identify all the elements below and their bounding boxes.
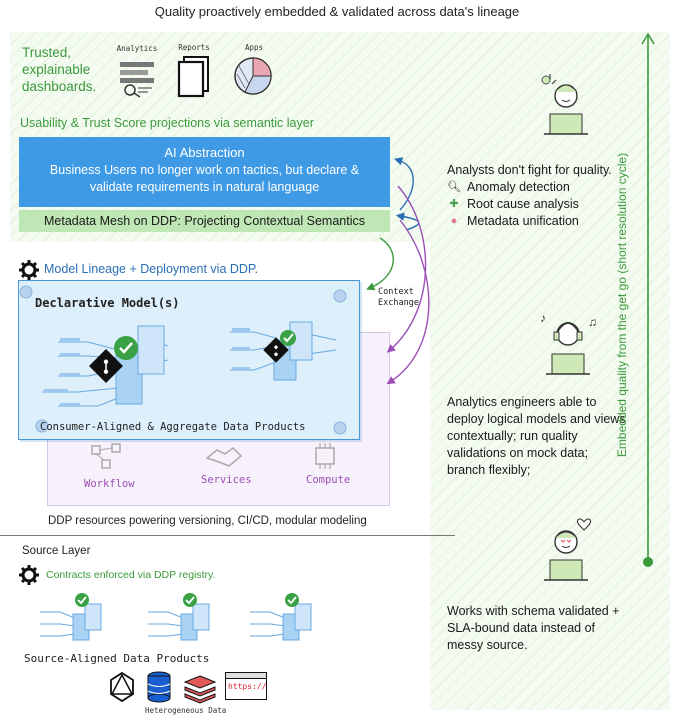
database-icon	[147, 671, 171, 703]
heterogeneous-data-label: Heterogeneous Data	[145, 706, 227, 715]
right-hatched-panel	[430, 32, 670, 710]
vertical-quality-arrow	[641, 32, 655, 567]
magnifier-icon: 🔍︎	[447, 181, 461, 193]
source-product-graphs	[40, 593, 312, 641]
compute-label: Compute	[306, 474, 351, 486]
compute-chip-icon	[315, 443, 335, 469]
diagram-title: Quality proactively embedded & validated…	[154, 4, 520, 19]
trusted-dashboards-text: Trusted, explainable dashboards.	[22, 44, 122, 95]
services-handshake-icon	[205, 447, 243, 467]
analytics-label: Analytics	[116, 44, 158, 53]
metadata-mesh-bar: Metadata Mesh on DDP: Projecting Context…	[19, 210, 390, 232]
corner-node	[35, 419, 49, 433]
graphql-icon	[110, 671, 134, 703]
engineer-persona-icon: ♪ ♫	[540, 311, 597, 375]
check-icon	[280, 330, 296, 346]
corner-node	[333, 289, 347, 303]
browser-bar	[226, 673, 266, 679]
sources-description: Works with schema validated + SLA-bound …	[447, 604, 620, 652]
bullet-label: Root cause analysis	[467, 197, 579, 211]
source-layer-title: Source Layer	[22, 545, 91, 557]
analysts-section: Analysts don't fight for quality. 🔍︎ Ano…	[447, 162, 612, 230]
ai-abstraction-description: Business Users no longer work on tactics…	[49, 163, 360, 194]
reports-label: Reports	[178, 43, 210, 52]
apps-label: Apps	[244, 43, 264, 52]
model-lineage-label: Model Lineage + Deployment via DDP.	[44, 262, 259, 276]
svg-text:♪: ♪	[540, 311, 546, 325]
analytics-icon	[120, 62, 154, 98]
purple-arrow	[386, 219, 430, 385]
embedded-quality-label: Embedded quality from the get go (short …	[615, 152, 629, 458]
bullet-metadata-unification: ● Metadata unification	[447, 213, 612, 230]
corner-node	[333, 421, 347, 435]
source-aligned-label: Source-Aligned Data Products	[24, 652, 210, 665]
gear-icon	[19, 260, 39, 280]
web-source-icon: https://	[225, 672, 267, 700]
gear-icon	[19, 565, 39, 585]
bullet-label: Anomaly detection	[467, 180, 570, 194]
model-graph-diagram	[19, 285, 347, 435]
context-exchange-label: Context Exchange	[378, 287, 419, 309]
blue-arrow	[393, 157, 414, 211]
green-arrow	[366, 237, 394, 291]
brain-icon: ●	[450, 215, 458, 227]
services-label: Services	[201, 474, 252, 486]
bullet-label: Metadata unification	[467, 214, 579, 228]
https-label: https://	[228, 682, 267, 691]
consumer-aligned-label: Consumer-Aligned & Aggregate Data Produc…	[40, 421, 306, 433]
declarative-models-title: Declarative Model(s)	[35, 296, 180, 310]
trusted-line-1: Trusted,	[22, 45, 72, 60]
bullet-anomaly-detection: 🔍︎ Anomaly detection	[447, 179, 612, 196]
context-line-1: Context	[378, 287, 414, 297]
context-line-2: Exchange	[378, 298, 419, 308]
workflow-icon	[91, 443, 121, 469]
source-product-graph	[250, 593, 312, 641]
source-product-graph	[40, 593, 102, 641]
check-icon	[114, 336, 138, 360]
ddp-resources-caption: DDP resources powering versioning, CI/CD…	[48, 515, 367, 527]
vertical-label-wrap: Embedded quality from the get go (short …	[592, 40, 652, 570]
layers-icon	[183, 675, 217, 704]
engineers-description: Analytics engineers able to deploy logic…	[447, 395, 626, 477]
section-divider	[0, 535, 455, 536]
puzzle-icon: ✚	[449, 198, 459, 210]
contracts-label: Contracts enforced via DDP registry.	[46, 569, 216, 581]
ai-abstraction-box: AI Abstraction Business Users no longer …	[19, 137, 390, 207]
svg-text:♫: ♫	[588, 315, 597, 329]
analyst-persona-icon	[541, 74, 588, 135]
bullet-root-cause: ✚ Root cause analysis	[447, 196, 612, 213]
ai-abstraction-title: AI Abstraction	[164, 145, 245, 160]
trusted-line-2: explainable	[22, 62, 91, 77]
trusted-line-3: dashboards.	[22, 79, 97, 94]
purple-arrow	[386, 185, 427, 353]
analysts-headline: Analysts don't fight for quality.	[447, 163, 612, 177]
reports-icon	[177, 56, 209, 98]
pie-chart-icon	[234, 57, 272, 95]
connector-arrows	[366, 157, 430, 385]
happy-persona-icon	[544, 518, 591, 581]
semantic-layer-label: Usability & Trust Score projections via …	[20, 116, 314, 130]
corner-node	[19, 285, 33, 299]
workflow-label: Workflow	[84, 478, 135, 490]
source-product-graph	[148, 593, 210, 641]
